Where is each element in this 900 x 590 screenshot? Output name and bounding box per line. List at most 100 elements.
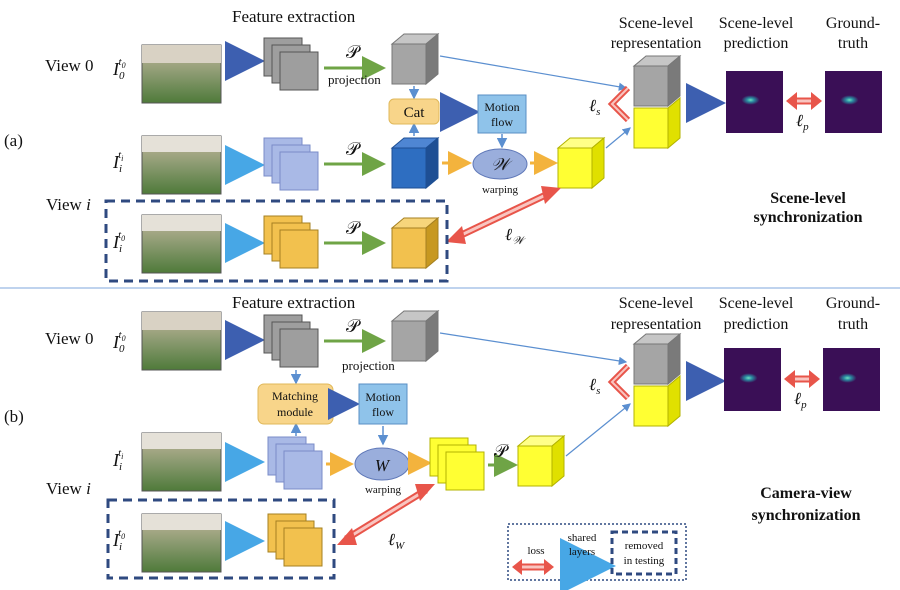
legend-removed-label-2: in testing — [624, 555, 665, 567]
P-symbol-b2: 𝒫 — [494, 441, 509, 461]
view0-label-b: View 0 — [45, 329, 94, 348]
ground-truth-label-1: Ground- — [826, 15, 880, 32]
legend-border — [507, 523, 687, 581]
panel-b-tag: (b) — [4, 407, 24, 426]
cat-label: Cat — [404, 105, 426, 121]
photo-view0 — [141, 44, 222, 104]
warping-label: warping — [482, 184, 519, 196]
feature-stack-gray — [263, 37, 319, 91]
warping-label-b: warping — [365, 484, 402, 496]
panel-a: (a) Feature extraction View 0 View i I0t… — [4, 7, 882, 283]
loss-arrow-w-a — [446, 186, 561, 244]
scene-rep-cubes-b — [632, 332, 682, 428]
legend-removed-box — [610, 530, 678, 576]
cube-blue — [390, 136, 440, 190]
ground-truth-label-b1: Ground- — [826, 295, 880, 312]
input-I0-t0-b: I0t0 — [112, 329, 126, 355]
heatmap-ground-truth-b — [823, 348, 880, 411]
motion-flow-box-a: Motion flow — [477, 94, 527, 134]
heatmap-prediction-b — [724, 348, 781, 411]
scene-rep-label-1: Scene-level — [619, 15, 694, 32]
photo-view0-b — [141, 311, 222, 371]
loss-w-label-b: ℓW — [388, 530, 405, 552]
panel-a-title-2: synchronization — [753, 209, 862, 226]
feature-extraction-label-b: Feature extraction — [232, 293, 356, 312]
photo-viewi-ti-b — [141, 432, 222, 492]
viewi-label-b: View i — [46, 479, 91, 498]
loss-arrow-p-a — [786, 92, 822, 110]
feature-stack-blue-b — [267, 436, 323, 490]
arrow-gray-rep — [439, 55, 628, 91]
loss-arrow-s-a — [607, 85, 631, 123]
removed-in-testing-box-b — [106, 498, 336, 580]
cube-orange — [390, 216, 440, 270]
loss-arrow-p-b — [784, 370, 820, 388]
matching-module-box: Matching module — [257, 383, 334, 425]
loss-arrow-w-b — [337, 484, 435, 545]
scene-rep-label-b2: representation — [611, 316, 702, 333]
ground-truth-label-b2: truth — [838, 316, 868, 333]
scene-pred-label-b1: Scene-level — [719, 295, 794, 312]
feature-stack-gray-b — [263, 314, 319, 368]
scene-pred-label-b2: prediction — [724, 316, 789, 333]
heatmap-ground-truth-a — [825, 71, 882, 133]
scene-pred-label-1: Scene-level — [719, 15, 794, 32]
motion-flow-label-2: flow — [491, 115, 513, 129]
loss-s-label: ℓs — [589, 96, 600, 118]
legend-removed-label-1: removed — [625, 540, 664, 552]
warping-node-a: 𝒲 warping — [472, 148, 528, 196]
arrow-yellow-rep-b — [565, 403, 631, 457]
ground-truth-label-2: truth — [838, 35, 868, 52]
motion-flow-label-1: Motion — [484, 100, 519, 114]
photo-viewi-t0 — [141, 214, 222, 274]
panel-a-tag: (a) — [4, 131, 23, 150]
viewi-label: View i — [46, 195, 91, 214]
legend-loss-arrow — [512, 559, 554, 575]
warping-node-b: W warping — [354, 447, 410, 496]
loss-p-label-b: ℓp — [794, 389, 807, 411]
feature-extraction-label: Feature extraction — [232, 7, 356, 26]
arrow-gray-rep-b — [439, 332, 628, 366]
feature-stack-yellow-b — [429, 437, 485, 491]
legend-loss-label: loss — [527, 545, 544, 557]
cat-box: Cat — [388, 98, 440, 125]
feature-stack-orange-b — [267, 513, 323, 567]
photo-viewi-t0-b — [141, 513, 222, 573]
P-symbol: 𝒫 — [346, 42, 361, 62]
panel-b-title-1: Camera-view — [760, 485, 852, 502]
input-Ii-t0-b: Iit0 — [112, 527, 125, 553]
loss-arrow-s-b — [607, 363, 631, 401]
scene-rep-label-b1: Scene-level — [619, 295, 694, 312]
photo-viewi-ti — [141, 135, 222, 195]
input-Ii-t0: Iit0 — [112, 229, 125, 255]
scene-rep-label-2: representation — [611, 35, 702, 52]
scene-pred-label-2: prediction — [724, 35, 789, 52]
P-symbol: 𝒫 — [346, 218, 361, 238]
P-symbol: 𝒫 — [346, 139, 361, 159]
input-I0-t0: I0t0 — [112, 56, 126, 82]
projection-label: projection — [328, 72, 381, 87]
removed-in-testing-box-a — [104, 199, 449, 283]
W-symbol-b: W — [375, 456, 391, 475]
matching-label-1: Matching — [272, 389, 318, 403]
feature-stack-orange — [263, 215, 319, 269]
legend: loss shared layers removed in testing — [507, 523, 687, 590]
matching-label-2: module — [277, 405, 313, 419]
input-Ii-ti: Iiti — [112, 149, 123, 175]
motion-flow-label-b2: flow — [372, 405, 394, 419]
panel-b: (b) Feature extraction View 0 View i I0t… — [4, 293, 880, 580]
W-symbol: 𝒲 — [491, 155, 513, 174]
cube-yellow-b — [516, 434, 566, 488]
motion-flow-box-b: Motion flow — [358, 383, 408, 425]
loss-s-label-b: ℓs — [589, 375, 600, 397]
panel-b-title-2: synchronization — [751, 507, 860, 524]
input-Ii-ti-b: Iiti — [112, 447, 123, 473]
legend-shared-label-2: layers — [569, 546, 595, 558]
arrow-yellow-rep — [605, 127, 631, 149]
cube-yellow-warped — [556, 136, 606, 190]
loss-w-label: ℓ𝒲 — [505, 225, 526, 247]
heatmap-prediction-a — [726, 71, 783, 133]
view0-label: View 0 — [45, 56, 94, 75]
P-symbol-b: 𝒫 — [346, 316, 361, 336]
